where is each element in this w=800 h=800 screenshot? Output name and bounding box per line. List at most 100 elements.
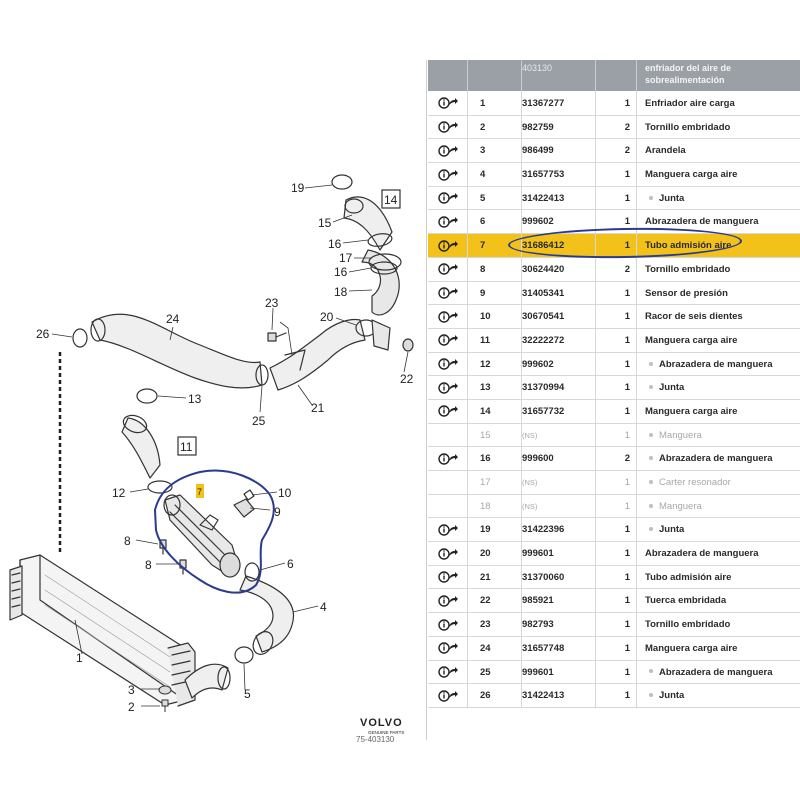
row-position: 10	[468, 305, 522, 329]
row-quantity: 1	[596, 92, 637, 116]
info-arrow-icon[interactable]	[437, 168, 458, 181]
row-position: 13	[468, 376, 522, 400]
row-action[interactable]	[428, 163, 468, 187]
info-arrow-icon[interactable]	[437, 239, 458, 252]
row-action	[428, 423, 468, 448]
row-description-text: Abrazadera de manguera	[659, 358, 773, 370]
info-arrow-icon[interactable]	[437, 216, 458, 228]
callout-6: 6	[287, 557, 294, 571]
row-quantity: 1	[596, 589, 637, 614]
row-action[interactable]	[428, 376, 468, 400]
callout-19: 19	[291, 181, 305, 195]
row-action[interactable]	[428, 684, 468, 708]
row-action	[428, 494, 468, 519]
row-action[interactable]	[428, 447, 468, 471]
row-action[interactable]	[428, 115, 468, 140]
row-description: Junta	[637, 187, 800, 211]
row-quantity: 1	[596, 163, 637, 187]
row-part-number: 31657748	[522, 636, 596, 661]
info-arrow-icon[interactable]	[437, 547, 458, 560]
info-arrow-icon[interactable]	[437, 571, 458, 583]
row-description-text: Arandela	[645, 145, 686, 157]
row-action[interactable]	[428, 186, 468, 211]
info-arrow-icon[interactable]	[437, 358, 458, 370]
row-description: Abrazadera de manguera	[637, 542, 800, 566]
row-action[interactable]	[428, 281, 468, 306]
row-quantity: 1	[596, 352, 637, 377]
row-position: 1	[468, 92, 522, 116]
info-arrow-icon[interactable]	[437, 310, 458, 323]
info-arrow-icon[interactable]	[437, 405, 458, 418]
row-action[interactable]	[428, 257, 468, 282]
info-arrow-icon[interactable]	[437, 382, 458, 394]
row-action[interactable]	[428, 305, 468, 329]
callout-16b: 16	[334, 265, 348, 279]
row-position: 19	[468, 518, 522, 543]
row-action[interactable]	[428, 352, 468, 377]
row-action[interactable]	[428, 92, 468, 116]
row-action[interactable]	[428, 210, 468, 235]
info-arrow-icon[interactable]	[437, 192, 458, 204]
row-description-text: Tubo admisión aire	[645, 240, 732, 252]
row-action[interactable]	[428, 518, 468, 543]
row-action[interactable]	[428, 589, 468, 614]
info-arrow-icon[interactable]	[437, 524, 458, 536]
row-position: 18	[468, 494, 522, 519]
callout-24: 24	[166, 312, 180, 326]
info-arrow-icon[interactable]	[437, 618, 458, 631]
row-description-text: Manguera carga aire	[645, 169, 738, 181]
info-arrow-icon[interactable]	[437, 595, 458, 607]
figure-reference: 75-403130	[356, 735, 395, 744]
row-action[interactable]	[428, 565, 468, 590]
row-quantity: 1	[596, 234, 637, 258]
row-action[interactable]	[428, 139, 468, 164]
row-action[interactable]	[428, 328, 468, 353]
info-arrow-icon[interactable]	[437, 334, 458, 347]
info-arrow-icon[interactable]	[437, 453, 458, 465]
row-action[interactable]	[428, 399, 468, 424]
info-arrow-icon[interactable]	[437, 263, 458, 275]
row-action[interactable]	[428, 636, 468, 661]
info-arrow-icon[interactable]	[437, 689, 458, 702]
row-action[interactable]	[428, 234, 468, 258]
info-arrow-icon[interactable]	[437, 121, 458, 133]
row-action[interactable]	[428, 542, 468, 566]
info-arrow-icon[interactable]	[437, 642, 458, 654]
table-header: 403130 enfriador del aire de sobrealimen…	[428, 60, 800, 92]
info-arrow-icon[interactable]	[437, 145, 458, 157]
info-arrow-icon[interactable]	[437, 97, 458, 110]
row-description: Junta	[637, 684, 800, 708]
row-action[interactable]	[428, 660, 468, 685]
row-action[interactable]	[428, 613, 468, 637]
sub-item-dot	[649, 195, 653, 200]
info-arrow-icon[interactable]	[437, 666, 458, 678]
info-arrow-icon[interactable]	[437, 287, 458, 299]
row-quantity: 1	[596, 210, 637, 235]
